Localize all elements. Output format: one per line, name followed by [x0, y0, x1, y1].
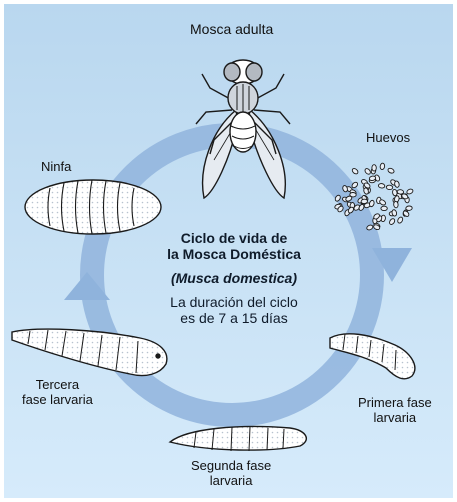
center-title-line2: la Mosca Doméstica	[160, 246, 308, 262]
egg	[397, 216, 404, 224]
label-nymph: Ninfa	[41, 160, 71, 175]
label-first-larva: Primera fase larvaria	[358, 396, 432, 425]
label-third-larva: Tercera fase larvaria	[22, 378, 93, 407]
egg	[388, 218, 395, 226]
egg	[372, 165, 376, 171]
egg	[406, 188, 414, 195]
egg	[369, 200, 375, 207]
egg	[351, 167, 359, 175]
label-first-larva-line1: Primera fase	[358, 396, 432, 411]
label-adult-fly: Mosca adulta	[190, 22, 273, 38]
label-third-larva-line2: fase larvaria	[22, 393, 93, 408]
label-second-larva-line1: Segunda fase	[191, 459, 271, 474]
egg	[364, 168, 372, 176]
egg	[392, 189, 398, 196]
larva-icon	[12, 329, 167, 375]
egg	[406, 206, 413, 211]
egg	[394, 181, 400, 188]
egg	[386, 185, 393, 190]
egg-cluster-icon	[334, 163, 414, 231]
egg	[397, 189, 404, 194]
egg	[361, 199, 368, 204]
center-title: Ciclo de vida de la Mosca Doméstica	[160, 230, 308, 262]
label-second-larva: Segunda fase larvaria	[191, 459, 271, 488]
egg	[381, 206, 387, 210]
center-species: (Musca domestica)	[160, 270, 308, 286]
center-duration-line1: La duración del ciclo	[160, 294, 308, 310]
egg	[380, 163, 385, 170]
center-duration-line2: es de 7 a 15 días	[160, 310, 308, 326]
egg	[387, 167, 395, 174]
label-eggs: Huevos	[366, 131, 410, 146]
center-duration: La duración del ciclo es de 7 a 15 días	[160, 294, 308, 326]
larva-icon	[170, 427, 306, 451]
egg	[393, 201, 398, 208]
egg	[378, 183, 385, 188]
center-title-line1: Ciclo de vida de	[160, 230, 308, 246]
label-second-larva-line2: larvaria	[191, 474, 271, 489]
label-third-larva-line1: Tercera	[22, 378, 93, 393]
label-first-larva-line2: larvaria	[358, 411, 432, 426]
egg	[350, 192, 357, 197]
pupa-icon	[25, 180, 161, 234]
